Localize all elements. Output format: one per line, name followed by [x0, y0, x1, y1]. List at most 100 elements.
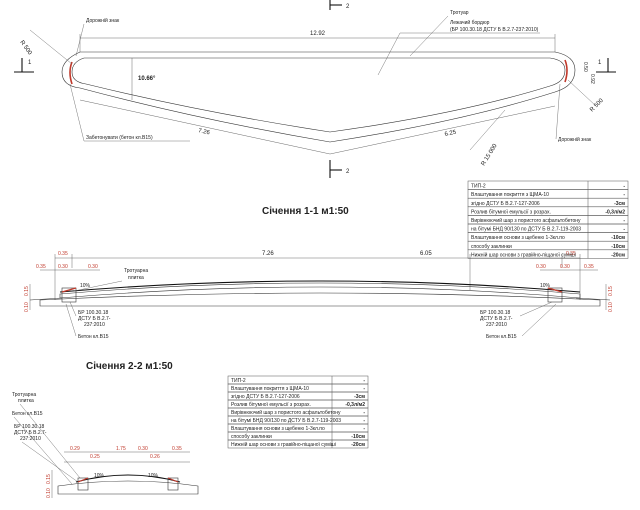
s22-concrete-leader [13, 416, 73, 485]
plan-dim-right-bottom: 6.25 [444, 130, 457, 138]
s11-curb-right-1: БР 100.30.18 [480, 310, 510, 316]
table-cell-value: -10см [611, 235, 625, 241]
s22-base-layer [57, 480, 199, 495]
s11-dim-l-030: 0.30 [58, 264, 68, 270]
s11-surface-line [59, 280, 581, 293]
layer-table-2: ТИП-2 - Влаштування покриття з ЩМА-10 - згід… [227, 375, 369, 449]
table-cell-text: на бітумі БНД 90/130 по ДСТУ Б В.2.7-119… [471, 227, 581, 233]
s11-vdim-left-bot: 0.10 [24, 302, 30, 312]
plan-radius-left-leader [29, 29, 73, 65]
table-cell-text: Влаштування основи з щебеню 1-3кл.по [231, 426, 325, 432]
s22-curb-left-marker [77, 477, 89, 483]
s22-vdim-top: 0.15 [46, 474, 52, 484]
table-cell-value: -0,3л/м2 [345, 402, 365, 408]
plan-dim-width: 10.66° [138, 76, 156, 82]
s22-slope-left: 10% [94, 473, 105, 479]
table-cell-text: на бітумі БНД 90/130 по ДСТУ Б В.2.7-119… [231, 418, 341, 424]
table-row: Нижній шар основи з гравійно-піщаної сум… [227, 439, 369, 449]
table-row: Влаштування основи з щебеню 1-3кл.по -10с… [467, 232, 629, 242]
s22-curb-right-marker [167, 477, 179, 483]
table-cell-value: -0,3л/м2 [605, 209, 625, 215]
table-cell-value: - [623, 218, 625, 224]
s11-curb-left-leader [69, 301, 77, 317]
section-2-2-title: Січення 2-2 м1:50 [86, 361, 173, 372]
table-row: згідно ДСТУ Б В.2.7-127-2006-3см [467, 197, 629, 208]
table-cell-value: -10см [351, 434, 365, 440]
s11-concrete-right: Бетон кл.B15 [486, 334, 517, 340]
table-cell-text: Вирівнюючий шар з пористого асфальтобето… [231, 409, 341, 416]
table-cell-text: Розлив бітумної емульсії з розрах. [471, 209, 551, 215]
s11-curb-right-3: 237:2010 [486, 322, 507, 328]
island-outer-outline [61, 51, 576, 143]
s22-dim-175: 1.75 [116, 446, 126, 452]
plan-concrete-leader [69, 83, 85, 142]
s11-curb-left-marker [61, 287, 77, 293]
table-row: ТИП-2- [467, 180, 629, 190]
plan-concrete-note: Забетонувати (бетон кл.B15) [86, 135, 153, 141]
table-row: способу заклинки-10см [467, 240, 629, 251]
table-cell-value: - [623, 192, 625, 198]
table-cell-value: - [623, 227, 625, 233]
plan-dim-right-mid: 0.92 [589, 74, 595, 84]
s22-curb-1: БР 100.30.18 [14, 424, 44, 430]
plan-dim-right-top: 0.50 [582, 62, 588, 72]
s11-slope-left: 10% [80, 283, 91, 289]
section-1-1-title: Січення 1-1 м1:50 [262, 206, 349, 217]
table-cell-value: -3см [354, 394, 365, 400]
table-cell-text: Розлив бітумної емульсії з розрах. [231, 402, 311, 408]
s11-concrete-right-leader [521, 303, 557, 337]
s11-dim-r-035: 0.35 [584, 264, 594, 270]
table-cell-text: способу заклинки [231, 434, 272, 440]
s22-curb-3: 237:2010 [20, 436, 41, 442]
island-inner-pavement [71, 57, 566, 133]
plan-dim-bottom-left-line [79, 99, 331, 155]
section-mark-1-left: 1 [28, 60, 32, 66]
table-cell-border [227, 439, 369, 449]
s22-curb-2: ДСТУ Б В.2.7- [14, 430, 47, 436]
plan-curb-line1: Лежачий бордюр [450, 19, 490, 26]
s11-vdim-right-top: 0.15 [608, 286, 614, 296]
table-cell-value: - [363, 418, 365, 424]
s11-dim-l-035: 0.35 [36, 264, 46, 270]
table-row: Розлив бітумної емульсії з розрах. -0,3л/… [227, 399, 369, 409]
plan-road-sign-right-leader [555, 83, 561, 140]
s22-dim-030: 0.30 [138, 446, 148, 452]
plan-dim-left-bottom: 7.26 [198, 128, 211, 136]
table-row: Влаштування основи з щебеню 1-3кл.по - [227, 423, 369, 433]
table-row: згідно ДСТУ Б В.2.7-127-2006 -3см [227, 391, 369, 401]
table-cell-value: - [363, 378, 365, 384]
s11-tile-label-1: Тротуарна [124, 268, 148, 274]
plan-dim-bottom-right-line [329, 105, 556, 155]
s11-curb-left-3: 237:2010 [84, 322, 105, 328]
table-cell-text: згідно ДСТУ Б В.2.7-127-2006 [231, 394, 300, 400]
s22-curb-left [77, 477, 89, 491]
table-cell-text: ТИП-2 [231, 378, 246, 384]
table-row: Розлив бітумної емульсії з розрах. -0,3л/… [467, 206, 629, 216]
s11-dim-r-030b: 0.30 [536, 264, 546, 270]
plan-view: 1 1 2 2 12.92 10.66° R 500 Дорожній знак… [14, 0, 616, 178]
curb-right-marker [564, 59, 568, 83]
table-cell-value: -3см [614, 201, 625, 207]
s11-curb-left [61, 287, 77, 303]
s22-dim-025: 0.25 [90, 454, 100, 460]
s22-surface-line [75, 474, 181, 483]
s11-curb-right [547, 287, 563, 303]
s11-vdim-left-top: 0.15 [24, 286, 30, 296]
table-cell-text: Влаштування основи з щебеню 1-3кл.по [471, 235, 565, 241]
plan-road-sign-left-leader [75, 23, 85, 57]
s22-slope-right: 10% [148, 473, 159, 479]
table-cell-border [467, 180, 629, 190]
s22-dim-029: 0.29 [70, 446, 80, 452]
s11-dim-total-left: 7.26 [262, 251, 274, 257]
plan-radius-right-leader [567, 79, 597, 107]
table-cell-text: Вирівнюючий шар з пористого асфальтобето… [471, 217, 581, 224]
s11-dim-r-030: 0.30 [560, 264, 570, 270]
table-cell-value: - [623, 184, 625, 190]
table-cell-value: - [363, 426, 365, 432]
table-cell-text: Влаштування покриття з ЩМА-10 [231, 386, 309, 392]
s22-tile-label-1: Тротуарна [12, 392, 36, 398]
s11-curb-right-leader [519, 301, 553, 317]
s11-tile-label-2: плитка [128, 275, 144, 281]
table-cell-text: Влаштування покриття з ЩМА-10 [471, 192, 549, 198]
